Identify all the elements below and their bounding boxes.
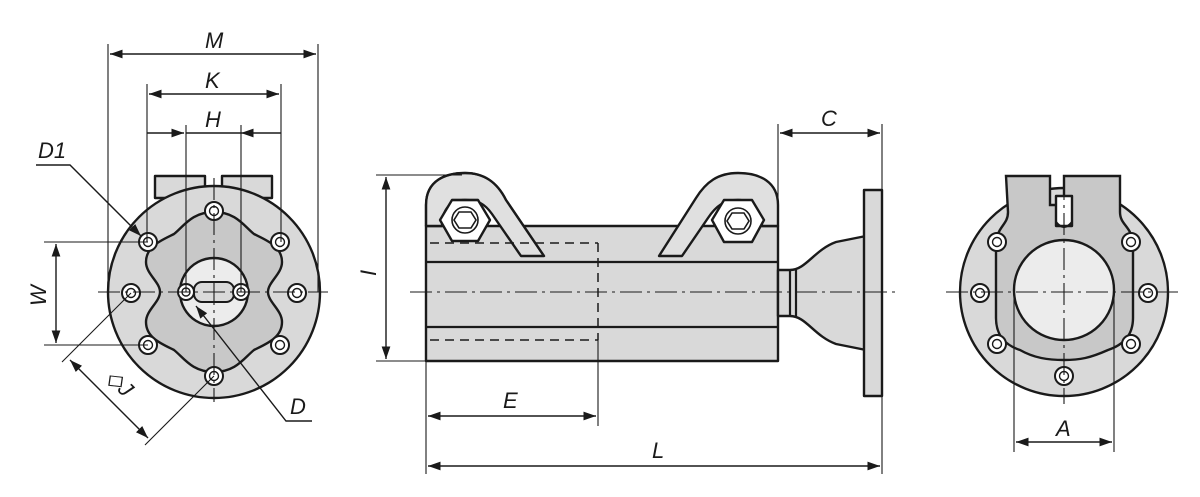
label-D: D: [290, 394, 306, 419]
label-W: W: [26, 283, 51, 306]
label-C: C: [821, 106, 837, 131]
label-A: A: [1054, 416, 1071, 441]
front-view: M K H D1 W ◇J D: [26, 28, 328, 446]
label-M: M: [205, 28, 224, 53]
rear-view: A: [946, 174, 1182, 452]
label-L: L: [652, 438, 664, 463]
rear-view-holes: [970, 232, 1158, 386]
label-K: K: [205, 68, 221, 93]
side-view: I C E L: [356, 106, 896, 474]
label-D1: D1: [38, 138, 66, 163]
label-H: H: [205, 107, 221, 132]
label-I: I: [356, 270, 381, 276]
label-E: E: [503, 388, 518, 413]
